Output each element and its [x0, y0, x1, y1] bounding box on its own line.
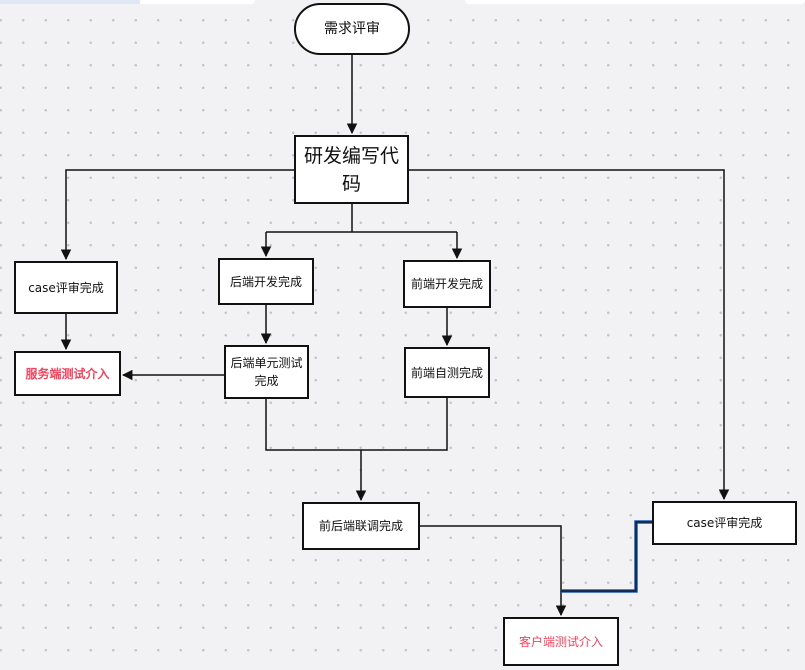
node-case-review-left[interactable]: case评审完成	[14, 261, 118, 314]
node-requirement-review-label: 需求评审	[324, 21, 380, 37]
edge-case-right-to-client-test-highlight[interactable]	[561, 520, 652, 593]
node-backend-dev-label: 后端开发完成	[229, 274, 302, 289]
node-dev-coding[interactable]: 研发编写代码	[294, 135, 409, 204]
node-server-test-label: 服务端测试介入	[25, 366, 110, 381]
node-backend-dev[interactable]: 后端开发完成	[218, 258, 314, 305]
node-client-test-label: 客户端测试介入	[518, 634, 603, 649]
top-toolbar-strip-left	[0, 0, 255, 4]
edge-dev-to-case-left[interactable]	[60, 169, 294, 261]
node-integration-label: 前后端联调完成	[318, 519, 403, 533]
node-frontend-selftest-label: 前端自测完成	[410, 365, 483, 380]
node-requirement-review[interactable]: 需求评审	[294, 3, 410, 55]
node-client-test[interactable]: 客户端测试介入	[503, 617, 619, 666]
node-dev-coding-label: 研发编写代码	[303, 144, 399, 195]
node-case-review-left-label: case评审完成	[28, 280, 104, 295]
edge-case-right-to-client-test[interactable]	[561, 521, 652, 592]
edge-integration-to-client-test[interactable]	[420, 525, 567, 617]
node-frontend-dev[interactable]: 前端开发完成	[403, 260, 491, 308]
node-integration[interactable]: 前后端联调完成	[302, 502, 420, 550]
node-server-test[interactable]: 服务端测试介入	[14, 351, 121, 396]
node-frontend-selftest[interactable]: 前端自测完成	[404, 347, 490, 398]
node-backend-unit-test-label: 后端单元测试完成	[230, 356, 303, 388]
top-toolbar-strip-right	[465, 0, 805, 4]
node-backend-unit-test[interactable]: 后端单元测试完成	[224, 345, 309, 399]
node-frontend-dev-label: 前端开发完成	[410, 277, 483, 291]
node-case-review-right[interactable]: case评审完成	[652, 501, 797, 545]
edge-dev-to-case-right[interactable]	[409, 169, 730, 501]
node-case-review-right-label: case评审完成	[686, 516, 763, 530]
top-toolbar-accent	[0, 0, 140, 4]
edge-unit-to-merge[interactable]	[265, 398, 448, 451]
